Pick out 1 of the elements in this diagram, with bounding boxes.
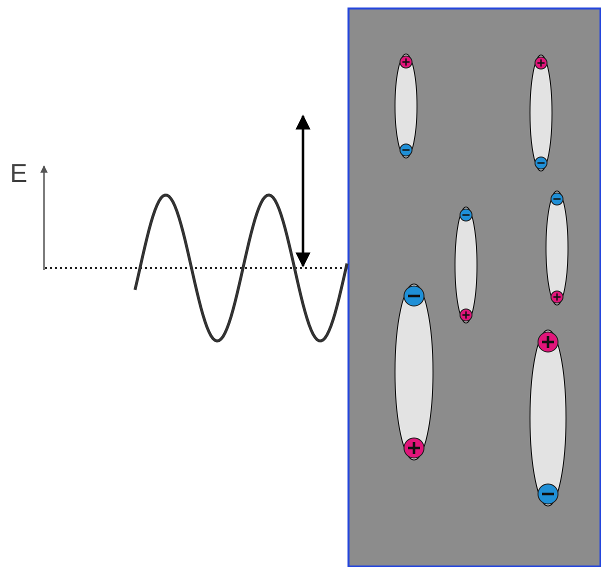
axis-label: E bbox=[10, 160, 28, 186]
